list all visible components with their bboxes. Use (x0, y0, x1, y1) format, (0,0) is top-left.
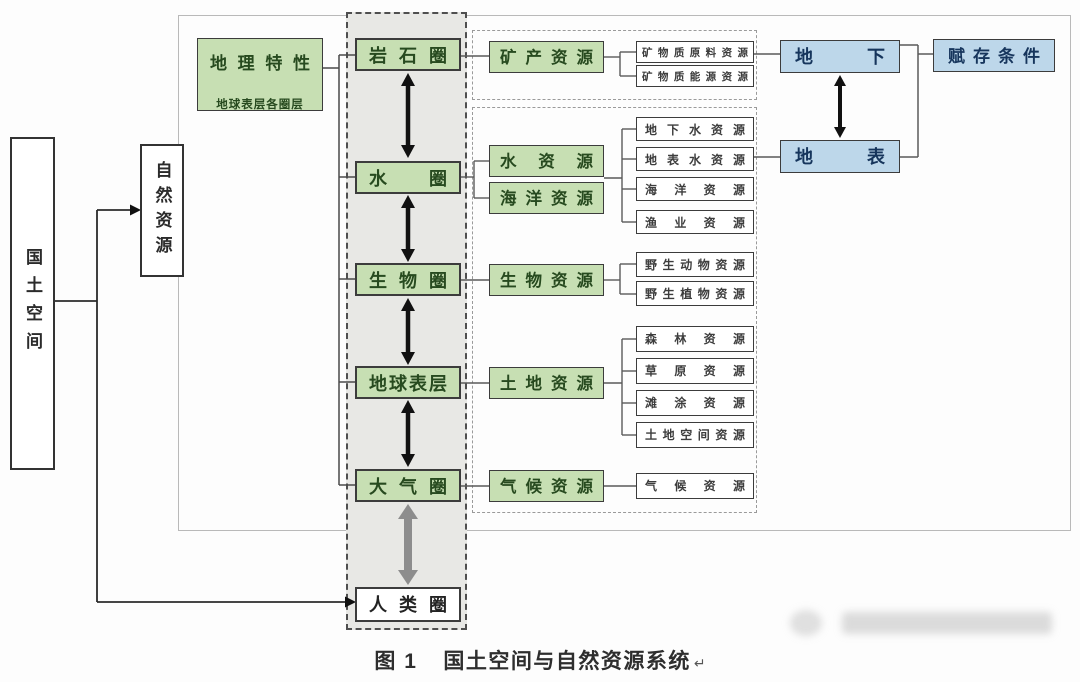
sub-fishery: 渔业资源 (636, 210, 754, 234)
geo-characteristics-subtitle: 地球表层各圈层 (216, 99, 304, 111)
paragraph-return-icon: ↵ (693, 655, 706, 671)
territory-space-box: 国土空间 (10, 137, 55, 470)
sphere-biosphere: 生物圈 (355, 263, 461, 296)
category-mineral-resources: 矿产资源 (489, 41, 604, 73)
watermark-text-bar (842, 612, 1052, 634)
category-ocean-resources: 海洋资源 (489, 182, 604, 214)
sub-wild-plant: 野生植物资源 (636, 281, 754, 306)
sub-grassland: 草原资源 (636, 358, 754, 384)
mineral-resource-group-frame (472, 30, 757, 100)
sub-climate: 气候资源 (636, 473, 754, 499)
surface-box: 地表 (780, 140, 900, 173)
other-resource-group-frame (472, 107, 757, 513)
sub-groundwater: 地下水资源 (636, 117, 754, 141)
sphere-atmosphere: 大气圈 (355, 469, 461, 502)
figure-caption: 图 1 国土空间与自然资源系统↵ (300, 645, 780, 675)
geo-characteristics-title: 地理特性 (210, 54, 310, 73)
territory-space-label: 国土空间 (23, 247, 42, 360)
sub-surface-water: 地表水资源 (636, 147, 754, 171)
category-land-resources: 土地资源 (489, 367, 604, 399)
figure-caption-number: 图 1 (374, 650, 418, 673)
sub-mineral-energy: 矿物质能源资源 (636, 65, 754, 87)
natural-resources-box: 自然资源 (140, 144, 184, 277)
category-water-resources: 水资源 (489, 145, 604, 177)
watermark-logo (790, 610, 822, 636)
sub-tidal-flat: 滩涂资源 (636, 390, 754, 416)
sub-land-space: 土地空间资源 (636, 422, 754, 448)
sphere-earth-surface: 地球表层 (355, 366, 461, 399)
natural-resources-label: 自然资源 (152, 160, 172, 261)
occurrence-condition-box: 赋存条件 (933, 39, 1055, 72)
category-bio-resources: 生物资源 (489, 264, 604, 296)
sphere-human: 人类圈 (355, 587, 461, 622)
underground-box: 地下 (780, 40, 900, 73)
sphere-lithosphere: 岩石圈 (355, 38, 461, 71)
category-climate-resources: 气候资源 (489, 470, 604, 502)
sub-forest: 森林资源 (636, 326, 754, 352)
sphere-column-container (346, 12, 467, 630)
sub-ocean: 海洋资源 (636, 177, 754, 201)
sphere-hydrosphere: 水圈 (355, 161, 461, 194)
figure-caption-title: 国土空间与自然资源系统 (443, 650, 691, 673)
sub-mineral-raw-material: 矿物质原料资源 (636, 41, 754, 63)
sub-wild-animal: 野生动物资源 (636, 252, 754, 277)
geo-characteristics-box: 地理特性 地球表层各圈层 (197, 38, 323, 111)
